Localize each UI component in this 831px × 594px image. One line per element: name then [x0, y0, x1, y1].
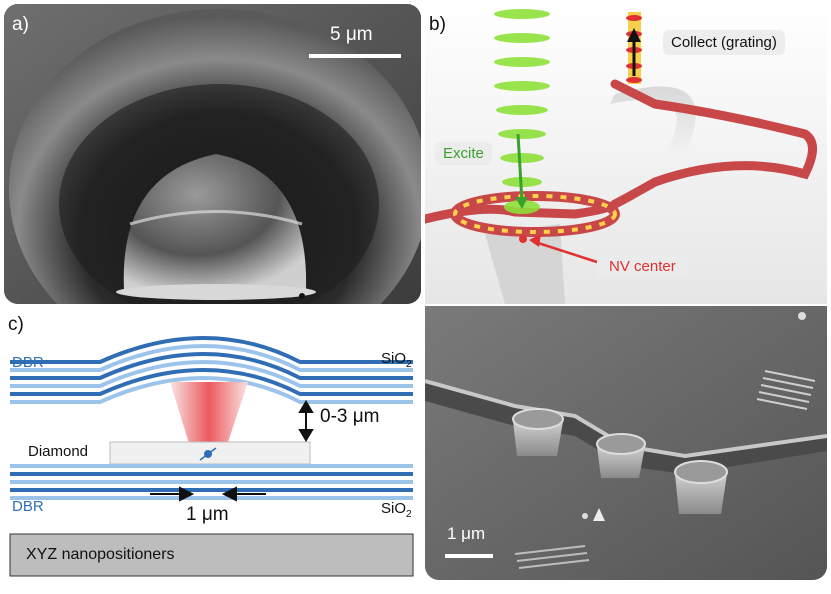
panel-b-render: b) Collect (grating) Excite NV center: [425, 4, 827, 304]
waveguide-path: [425, 79, 817, 224]
nv-center-label: NV center: [597, 254, 688, 279]
width-label: 1 μm: [186, 504, 229, 525]
excite-label: Excite: [435, 142, 492, 165]
diamond-label: Diamond: [28, 443, 89, 460]
scale-bar-a: [309, 54, 401, 58]
collect-label: Collect (grating): [663, 30, 785, 55]
gap-arrow: [298, 400, 314, 442]
collect-beam: [626, 12, 642, 84]
pillar-2: [596, 433, 646, 478]
bottom-dbr: [10, 464, 413, 500]
nanopositioner-stage: [9, 533, 414, 577]
panel-d-sem-image: 1 μm: [425, 306, 827, 580]
sio2-bottom-label: SiO2: [381, 500, 412, 520]
dbr-bottom-label: DBR: [12, 498, 44, 515]
sio2-top-label: SiO2: [381, 350, 412, 370]
grating-coupler-left: [514, 545, 590, 569]
gap-label: 0-3 μm: [320, 406, 380, 427]
scale-bar-a-label: 5 μm: [330, 24, 373, 45]
cavity-schematic: [9, 336, 414, 577]
panel-b-label: b): [429, 14, 446, 35]
panel-a-sem-image: a) 5 μm: [4, 4, 421, 304]
scale-bar-d-label: 1 μm: [447, 524, 486, 543]
stage-label: XYZ nanopositioners: [26, 546, 175, 563]
pillar-3: [674, 460, 728, 514]
pillar-1: [512, 408, 564, 456]
dbr-top-label: DBR: [12, 354, 44, 371]
panel-c-schematic: c) DBR SiO2 0-3 μm Diamond DBR 1 μm SiO2…: [0, 306, 423, 594]
width-arrows: [150, 486, 266, 502]
scale-bar-d: [445, 554, 493, 558]
panel-c-label: c): [8, 314, 24, 335]
top-dbr: [10, 336, 413, 404]
sem-waveguide-graphic: [425, 306, 827, 580]
nv-dot: [519, 235, 527, 243]
panel-a-label: a): [12, 14, 29, 35]
sem-crater-graphic: [4, 4, 421, 304]
grating-coupler-right: [756, 370, 816, 410]
